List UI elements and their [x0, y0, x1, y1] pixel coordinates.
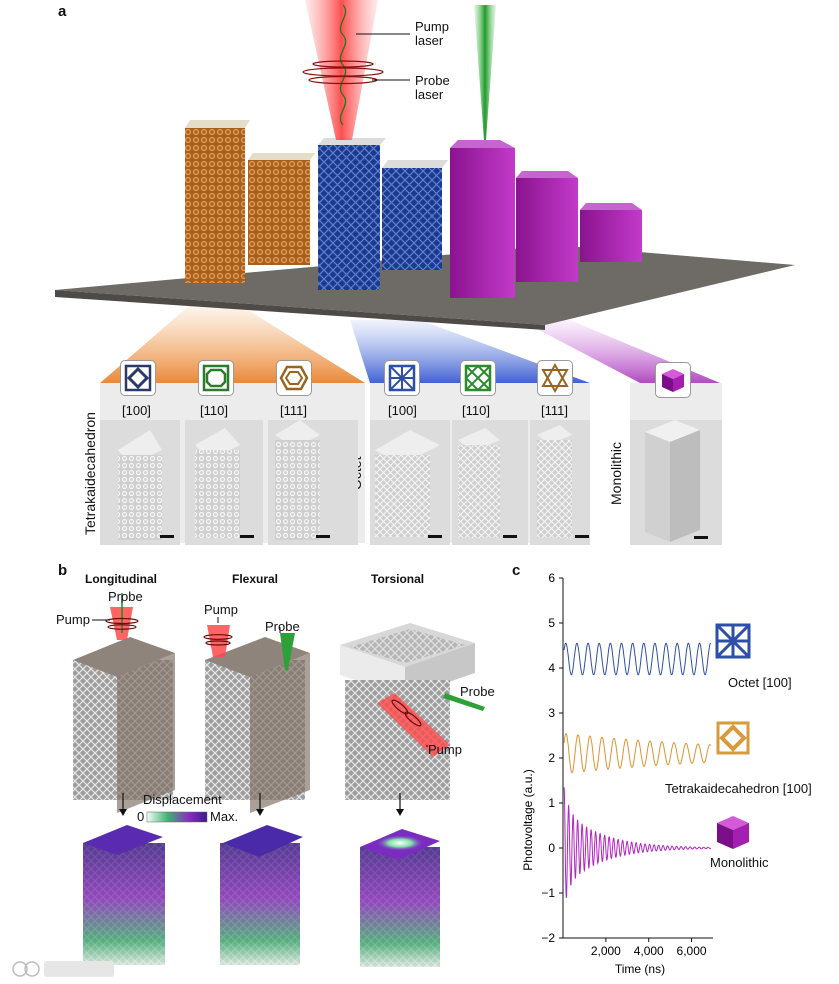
flexural-probe-label: Probe	[265, 619, 300, 634]
longitudinal-probe-label: Probe	[108, 589, 143, 604]
chart-ticks: 6 5 4 3 2 1 0 −1 −2 2,000 4,000 6,000	[541, 571, 707, 958]
y-tick-label: 5	[548, 616, 555, 630]
mode-flexural: Flexural	[232, 572, 279, 586]
x-axis-label: Time (ns)	[615, 962, 665, 976]
octet-index-110: [110]	[462, 403, 490, 418]
monolithic-cube-icon	[655, 362, 691, 398]
tetrakaidecahedron-label: Tetrakaidecahedron	[82, 412, 98, 535]
octet-series-icon	[715, 623, 751, 659]
tetra-tower-mid	[248, 160, 310, 265]
y-tick-label: 6	[548, 571, 555, 585]
octet-index-100: [100]	[388, 403, 417, 418]
octet-tower-mid	[382, 168, 442, 270]
mono-block-mid	[516, 178, 578, 282]
y-axis-label: Photovoltage (a.u.)	[521, 769, 535, 870]
series-line-1	[563, 733, 712, 774]
tetra-100-icon	[120, 360, 156, 396]
tetra-111-icon	[276, 360, 312, 396]
flexural-pump-label: Pump	[204, 602, 238, 617]
mode-torsional: Torsional	[371, 572, 425, 586]
longitudinal-pump-label: Pump	[56, 612, 90, 627]
x-tick-label: 4,000	[634, 944, 664, 958]
octet-index-111: [111]	[541, 403, 568, 418]
y-tick-label: 3	[548, 706, 555, 720]
mode-longitudinal: Longitudinal	[85, 572, 157, 586]
substrate-top	[55, 245, 795, 325]
panel-letter-c: c	[512, 562, 521, 579]
tetra-index-110: [110]	[200, 403, 228, 418]
torsional-probe-label: Probe	[460, 684, 495, 699]
y-tick-label: 0	[548, 841, 555, 855]
series-line-0	[563, 642, 712, 676]
y-tick-label: 4	[548, 661, 555, 675]
panel-a-illustration	[55, 0, 795, 383]
mono-block-short	[580, 210, 642, 262]
panel-letter-b: b	[58, 562, 68, 579]
chart-axes	[562, 578, 713, 939]
y-tick-label: 2	[548, 751, 555, 765]
scale-min-label: 0	[137, 809, 145, 824]
displacement-label: Displacement	[143, 792, 222, 807]
tetra-110-icon	[198, 360, 234, 396]
series-label-octet: Octet [100]	[728, 675, 792, 690]
watermark-logo	[12, 961, 114, 977]
series-label-monolithic: Monolithic	[710, 855, 769, 870]
torsional-pump-label: Pump	[428, 742, 462, 757]
y-tick-label: 1	[548, 796, 555, 810]
octet-100-icon	[384, 360, 420, 396]
y-tick-label: −2	[541, 931, 555, 945]
x-tick-label: 6,000	[677, 944, 707, 958]
octet-111-icon	[537, 360, 573, 396]
tetra-index-111: [111]	[280, 403, 307, 418]
y-tick-label: −1	[541, 886, 555, 900]
panel-b-illustration	[73, 593, 485, 967]
series-label-tetra: Tetrakaidecahedron [100]	[665, 781, 812, 796]
series-line-2	[563, 787, 712, 898]
octet-110-icon	[460, 360, 496, 396]
photovoltage-chart: 6 5 4 3 2 1 0 −1 −2 2,000 4,000 6,000 Photovoltage …	[521, 571, 713, 976]
pump-laser-beam	[305, 0, 378, 140]
tetra-tower-tall	[185, 128, 245, 283]
x-tick-label: 2,000	[591, 944, 621, 958]
tetra-series-icon	[716, 721, 750, 755]
probe-laser-beam	[474, 5, 496, 140]
scale-max-label: Max.	[210, 809, 239, 824]
octet-tower-tall	[318, 145, 380, 290]
substrate-edge	[55, 290, 545, 330]
tetra-index-100: [100]	[122, 403, 151, 418]
mono-block-tall	[450, 148, 515, 298]
panel-letter-a: a	[58, 3, 67, 20]
sem-images	[100, 420, 722, 545]
monolithic-series-icon	[717, 816, 749, 849]
chart-series	[563, 642, 712, 898]
